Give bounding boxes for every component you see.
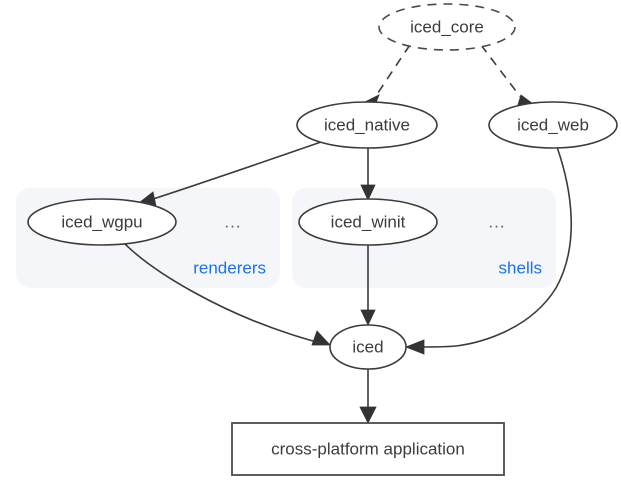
node-iced-native[interactable]: iced_native [296,101,438,149]
node-iced-native-shape[interactable] [296,101,438,149]
edge-iced-core-to-iced-web [480,44,534,109]
edge-iced-native-to-iced-winit [360,148,376,201]
node-iced-winit[interactable]: iced_winit [298,198,438,246]
node-application-label: cross-platform application [271,439,465,458]
node-iced-web-shape[interactable] [488,101,618,149]
node-iced-core[interactable]: iced_core [378,3,516,51]
node-iced-wgpu-label: iced_wgpu [61,212,142,231]
edge-iced-web-to-iced-line [455,146,573,347]
edge-iced-web-to-iced-line-tail [419,345,457,348]
edge-iced-core-to-iced-web-line [480,44,524,101]
edge-iced-core-to-iced-native-line [372,44,411,101]
edge-iced-native-to-iced-wgpu-line [149,141,322,201]
cluster-shells-ellipsis: ... [488,212,505,231]
node-iced-web[interactable]: iced_web [488,101,618,149]
edge-iced-core-to-iced-native [362,44,411,109]
edge-iced-to-application [359,369,377,424]
edge-iced-wgpu-to-iced [123,242,331,346]
edge-iced-wgpu-to-iced-line [123,242,291,335]
node-iced-native-label: iced_native [324,115,410,134]
edge-iced-to-application-arrowhead [359,406,377,424]
edge-iced-native-to-iced-winit-arrowhead [360,184,376,201]
node-iced-web-label: iced_web [517,115,589,134]
node-iced-label: iced [352,337,383,356]
cluster-renderers-label: renderers [193,258,266,277]
node-iced-winit-label: iced_winit [331,212,406,231]
node-application-shape[interactable] [231,422,505,476]
cluster-renderers-ellipsis: ... [224,212,241,231]
node-iced-shape[interactable] [329,324,407,370]
node-iced-core-shape[interactable] [378,3,516,51]
edge-iced-winit-to-iced-arrowhead [360,309,376,326]
edge-iced-wgpu-to-iced-line-tail [289,333,321,344]
edge-iced-winit-to-iced [360,245,376,326]
node-iced-wgpu-shape[interactable] [27,198,177,246]
edge-iced-web-to-iced [404,146,573,355]
node-iced-winit-shape[interactable] [298,198,438,246]
cluster-shells-label: shells [499,258,542,277]
node-iced[interactable]: iced [329,324,407,370]
node-application[interactable]: cross-platform application [231,422,505,476]
node-iced-wgpu[interactable]: iced_wgpu [27,198,177,246]
edge-iced-wgpu-to-iced-arrowhead [311,330,331,346]
node-iced-core-label: iced_core [410,17,484,36]
